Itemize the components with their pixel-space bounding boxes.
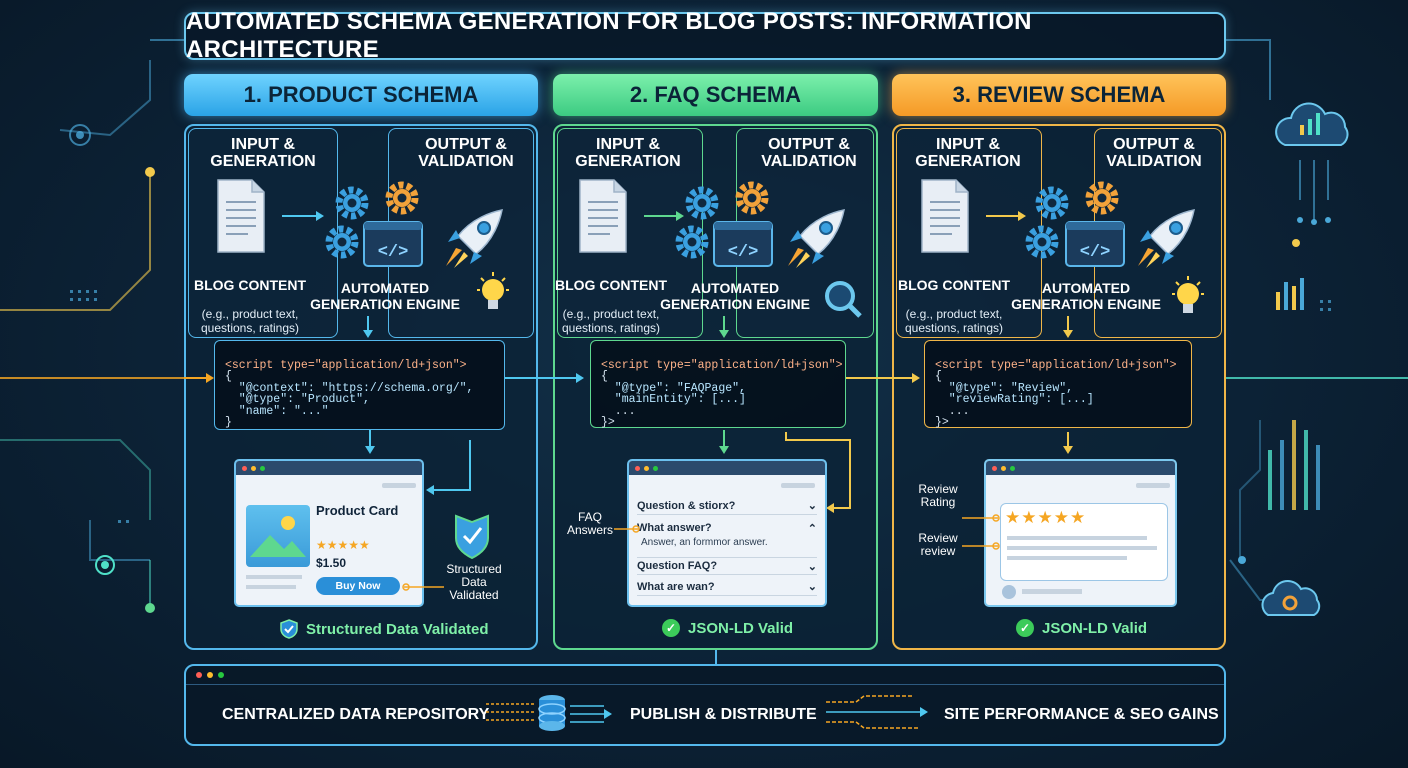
engine-label: AUTOMATED GENERATION ENGINE (1011, 280, 1161, 312)
faq-question: Question & stiorx? (637, 499, 736, 512)
chevron-down-icon: ⌄ (807, 500, 817, 512)
review-preview: ★★★★★ (984, 459, 1177, 607)
product-card-preview: Product Card ★★★★★ $1.50 Buy Now (234, 459, 424, 607)
centralized-data-repository-label: CENTRALIZED DATA REPOSITORY (222, 706, 490, 723)
header-faq-schema: 2. FAQ SCHEMA (553, 74, 878, 116)
input-box (896, 128, 1042, 338)
flow-arrows-icon (826, 695, 928, 729)
product-card-title: Product Card (316, 503, 399, 518)
json-ld-code-block: <script type="application/ld+json">{ "@t… (590, 340, 846, 428)
input-heading: INPUT & GENERATION (915, 136, 1021, 170)
code-open-tag: <script type="application/ld+json"> (225, 358, 467, 372)
faq-answers-label: FAQ Answers (566, 510, 613, 537)
status-text: JSON-LD Valid (1042, 619, 1148, 637)
blog-content-title: BLOG CONTENT (898, 277, 1010, 293)
connector-line (402, 583, 444, 591)
status-badge: ✓ JSON-LD Valid (1016, 619, 1147, 637)
code-line: "@type": "Review", (935, 381, 1074, 395)
status-text: JSON-LD Valid (688, 619, 794, 637)
product-image-icon (246, 505, 310, 567)
faq-item[interactable]: What answer? ⌃ (637, 519, 817, 537)
review-stars: ★★★★★ (1005, 508, 1087, 527)
review-bubble: ★★★★★ (1000, 503, 1168, 581)
code-line: { (601, 370, 608, 383)
output-heading: OUTPUT & VALIDATION (418, 136, 514, 170)
blog-content-title: BLOG CONTENT (555, 277, 667, 293)
structured-data-validated-label: Structured Data Validated (446, 562, 502, 602)
code-open-tag: <script type="application/ld+json"> (601, 358, 843, 372)
rating-stars: ★★★★★ (316, 538, 370, 552)
site-performance-seo-label: SITE PERFORMANCE & SEO GAINS (944, 706, 1219, 723)
faq-preview: Question & stiorx? ⌄ What answer? ⌃ Answer… (627, 459, 827, 607)
code-line: { (225, 370, 232, 383)
header-product-schema: 1. PRODUCT SCHEMA (184, 74, 538, 116)
window-titlebar (236, 461, 422, 475)
status-text: Structured Data Validated (306, 620, 489, 638)
window-titlebar (186, 666, 1224, 684)
shield-check-icon (280, 619, 298, 639)
code-line: "@type": "Product", (225, 393, 370, 406)
faq-item[interactable]: What are wan? ⌄ (637, 578, 817, 596)
buy-now-button[interactable]: Buy Now (316, 577, 400, 595)
code-line: "name": "..." (225, 404, 329, 418)
connector-line (962, 514, 1000, 550)
engine-label: AUTOMATED GENERATION ENGINE (660, 280, 810, 312)
connector-line (614, 525, 640, 533)
publish-distribute-label: PUBLISH & DISTRIBUTE (630, 706, 817, 723)
engine-label: AUTOMATED GENERATION ENGINE (310, 280, 460, 312)
product-price: $1.50 (316, 556, 347, 570)
code-line: "reviewRating": [...] (935, 393, 1094, 406)
json-ld-code-block: <script type="application/ld+json">{ "@t… (924, 340, 1192, 428)
input-heading: INPUT & GENERATION (210, 136, 316, 170)
review-review-label: Review review (918, 531, 958, 558)
faq-item[interactable]: Question FAQ? ⌄ (637, 557, 817, 575)
blog-content-desc: (e.g., product text, questions, ratings) (561, 307, 661, 335)
faq-item[interactable]: Question & stiorx? ⌄ (637, 497, 817, 515)
code-line: "@type": "FAQPage", (601, 381, 746, 395)
page-title: AUTOMATED SCHEMA GENERATION FOR BLOG POS… (184, 8, 1226, 63)
avatar (1002, 585, 1016, 599)
status-badge: Structured Data Validated (280, 619, 489, 639)
chevron-down-icon: ⌄ (807, 581, 817, 593)
code-line: ... (601, 404, 636, 418)
json-ld-code-block: <script type="application/ld+json">{ "@c… (214, 340, 505, 430)
code-line: }> (935, 416, 949, 429)
review-rating-label: Review Rating (918, 482, 958, 509)
code-line: "@context": "https://schema.org/", (225, 381, 474, 395)
check-circle-icon: ✓ (662, 619, 680, 637)
blog-content-title: BLOG CONTENT (194, 277, 306, 293)
blog-content-desc: (e.g., product text, questions, ratings) (200, 307, 300, 335)
code-line: ... (935, 404, 970, 418)
blog-content-desc: (e.g., product text, questions, ratings) (904, 307, 1004, 335)
faq-question: Question FAQ? (637, 560, 718, 572)
code-line: { (935, 370, 942, 383)
code-line: } (225, 416, 232, 429)
faq-answer: Answer, an formmor answer. (641, 537, 768, 548)
output-heading: OUTPUT & VALIDATION (761, 136, 857, 170)
code-open-tag: <script type="application/ld+json"> (935, 358, 1177, 372)
blog-content-label: BLOG CONTENT (e.g., product text, questi… (190, 263, 310, 335)
window-titlebar (986, 461, 1175, 475)
pipeline-footer (184, 664, 1226, 746)
check-circle-icon: ✓ (1016, 619, 1034, 637)
output-heading: OUTPUT & VALIDATION (1106, 136, 1202, 170)
database-icon (486, 695, 612, 731)
code-line: "mainEntity": [...] (601, 393, 746, 406)
code-line: }> (601, 416, 615, 429)
chevron-down-icon: ⌄ (807, 560, 817, 573)
status-badge: ✓ JSON-LD Valid (662, 619, 793, 637)
chevron-up-icon: ⌃ (807, 522, 817, 535)
window-titlebar (629, 461, 825, 475)
faq-question: What answer? (637, 522, 712, 534)
blog-content-label: BLOG CONTENT (e.g., product text, questi… (894, 263, 1014, 335)
faq-question: What are wan? (637, 580, 715, 593)
input-heading: INPUT & GENERATION (575, 136, 681, 170)
blog-content-label: BLOG CONTENT (e.g., product text, questi… (551, 263, 671, 335)
header-review-schema: 3. REVIEW SCHEMA (892, 74, 1226, 116)
